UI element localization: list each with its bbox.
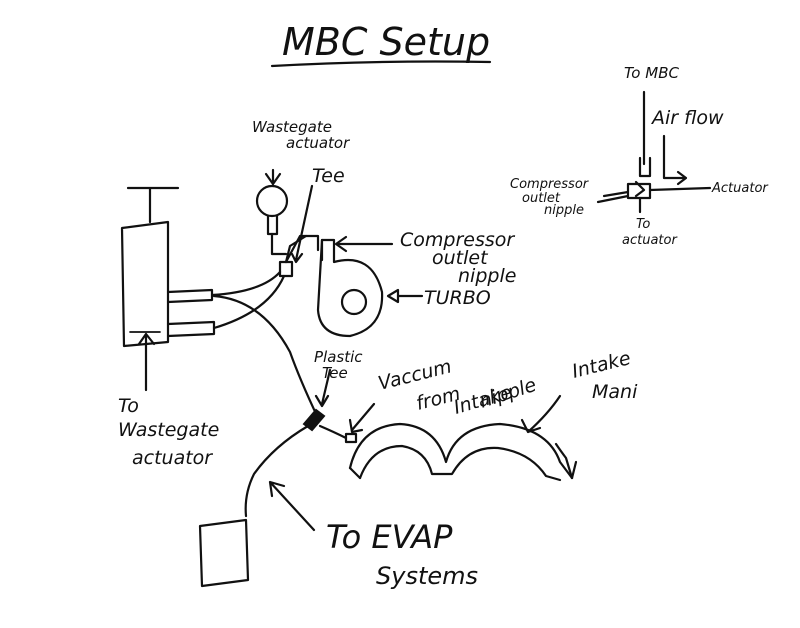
- tee-fitting: [278, 260, 294, 278]
- manifold-outer: [348, 422, 574, 480]
- label-intake-2: Mani: [592, 381, 638, 403]
- vaccum-arrow: [348, 402, 376, 434]
- inset-label-to-mbc: To MBC: [624, 64, 679, 82]
- inset-label-air-flow: Air flow: [650, 107, 724, 129]
- diagram-title: MBC Setup: [282, 20, 490, 64]
- inset-diagram: [596, 90, 712, 214]
- actuator-port-lower: [166, 320, 216, 338]
- label-wastegate-actuator-1: Wastegate: [252, 118, 332, 136]
- label-tee: Tee: [312, 165, 345, 187]
- label-plastic-tee-1: Plastic: [314, 348, 363, 366]
- hose-to-plastic-tee: [212, 294, 320, 420]
- small-actuator-can: [255, 184, 289, 218]
- inset-label-compressor-2: outlet: [522, 191, 561, 206]
- hose-upper: [210, 270, 282, 297]
- title-underline: [270, 60, 492, 68]
- label-to-wastegate-2: Wastegate: [118, 419, 219, 441]
- inset-airflow-arrow: [662, 134, 688, 186]
- small-actuator-and-tee: [255, 168, 320, 278]
- actuator-body: [120, 220, 170, 348]
- turbo-wheel: [340, 288, 368, 316]
- label-vaccum-4: nipple: [477, 374, 539, 413]
- label-compressor-1: Compressor: [400, 229, 515, 251]
- actuator-port-upper: [166, 288, 214, 304]
- intake-nipple: [344, 432, 358, 444]
- hose-lower: [212, 274, 286, 330]
- label-to-evap-2: Systems: [376, 562, 478, 590]
- inset-label-to-actuator-1: To: [636, 217, 650, 232]
- turbo-component: [316, 235, 424, 338]
- tee-arrow: [290, 184, 314, 264]
- label-compressor-2: outlet: [432, 247, 489, 269]
- label-compressor-3: nipple: [458, 265, 516, 287]
- inset-line-to-actuator: [648, 186, 712, 192]
- plastic-tee-arrow: [314, 368, 332, 408]
- hose-to-evap: [244, 424, 310, 518]
- turbo-housing: [316, 238, 384, 338]
- to-wastegate-arrow: [137, 332, 156, 392]
- inset-label-actuator: Actuator: [711, 181, 769, 196]
- label-to-wastegate-1: To: [118, 395, 139, 417]
- label-to-wastegate-3: actuator: [132, 447, 213, 469]
- inset-label-to-actuator-2: actuator: [622, 233, 678, 248]
- intake-arrow: [520, 394, 562, 434]
- label-intake-1: Intake: [570, 347, 633, 383]
- label-to-evap-1: To EVAP: [326, 518, 453, 556]
- plastic-tee-fitting: [302, 408, 326, 432]
- inset-label-compressor-3: nipple: [544, 203, 584, 218]
- label-plastic-tee-2: Tee: [322, 364, 348, 382]
- label-wastegate-actuator-2: actuator: [286, 134, 350, 152]
- inset-label-compressor-1: Compressor: [510, 177, 590, 192]
- label-turbo: TURBO: [424, 287, 491, 309]
- intake-manifold: [348, 394, 578, 482]
- evap-arrow: [268, 480, 316, 532]
- evap-box: [198, 518, 250, 588]
- wastegate-actuator-component: [120, 186, 216, 392]
- actuator-rod: [126, 186, 180, 224]
- manifold-inner: [358, 444, 562, 482]
